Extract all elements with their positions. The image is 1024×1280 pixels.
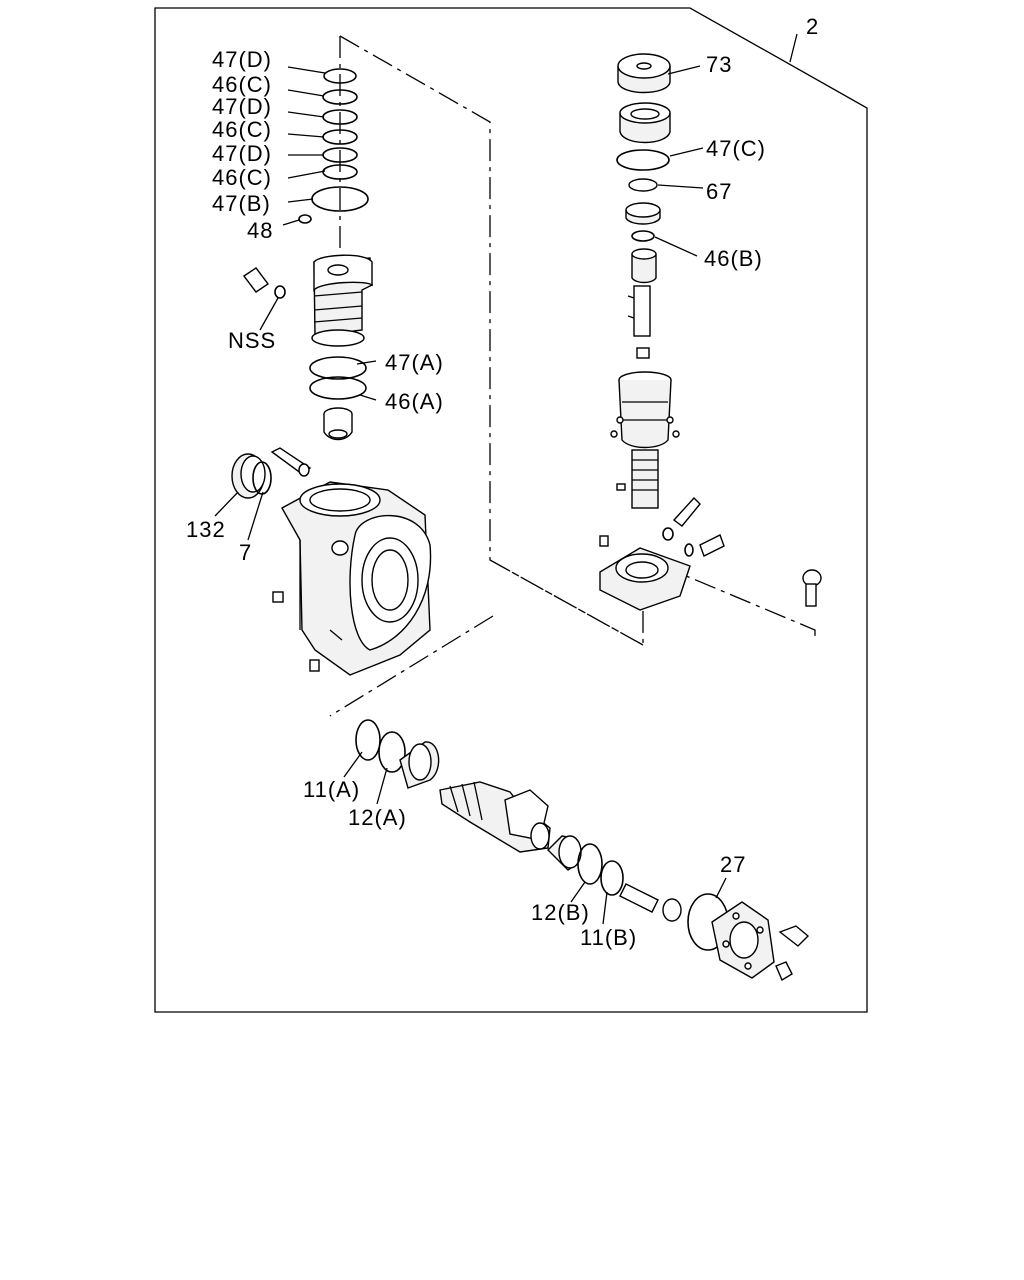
- label-48: 48: [247, 218, 273, 243]
- label-46b: 46(B): [704, 246, 763, 271]
- valve-housing-flange: [599, 547, 691, 611]
- label-73: 73: [706, 52, 732, 77]
- label-46c-2: 46(C): [212, 117, 272, 142]
- pressure-fittings: [599, 496, 725, 557]
- label-7: 7: [239, 540, 252, 565]
- label-11a: 11(A): [303, 777, 360, 802]
- label-46c-1: 46(C): [212, 72, 272, 97]
- label-67: 67: [706, 179, 732, 204]
- label-47b: 47(B): [212, 191, 271, 216]
- valve-housing: [311, 254, 373, 347]
- label-47a: 47(A): [385, 350, 444, 375]
- label-47c: 47(C): [706, 136, 766, 161]
- label-47d-2: 47(D): [212, 94, 272, 119]
- ring-46a: [309, 376, 367, 400]
- flange-bolt: [802, 569, 822, 607]
- adjusting-screw: [619, 883, 682, 922]
- label-nss: NSS: [228, 328, 276, 353]
- housing-bolt: [270, 447, 312, 477]
- bearing-cup: [625, 202, 661, 225]
- spacer: [631, 248, 657, 284]
- spool-valve: [323, 407, 353, 441]
- label-12b: 12(B): [531, 900, 590, 925]
- cover-bolt: [775, 925, 810, 982]
- leader-lines-right: [654, 33, 798, 257]
- ring-47c: [616, 149, 670, 171]
- gear-housing: [281, 481, 432, 676]
- ring-47a: [309, 356, 367, 380]
- label-assembly-2: 2: [806, 14, 819, 39]
- nss-bolt: [242, 267, 286, 299]
- label-11b: 11(B): [580, 925, 637, 950]
- leader-lines-bottom: [343, 751, 727, 925]
- label-47d-3: 47(D): [212, 141, 272, 166]
- label-27: 27: [720, 852, 746, 877]
- stub-shaft: [627, 285, 651, 359]
- label-46c-3: 46(C): [212, 165, 272, 190]
- assembly-boundary: [329, 35, 816, 717]
- side-cover: [711, 901, 775, 979]
- bearing-67: [628, 178, 658, 192]
- plug-73: [617, 53, 671, 94]
- needle-bearing-lower: [547, 835, 582, 871]
- ring-7: [252, 461, 272, 495]
- sector-shaft: [439, 781, 551, 853]
- drain-plug: [309, 659, 320, 672]
- callout-labels: 2 47(D) 46(C) 47(D) 46(C) 47(D) 46(C) 47…: [186, 14, 819, 950]
- diagram-frame: [154, 7, 868, 1013]
- label-12a: 12(A): [348, 805, 407, 830]
- snap-ring-11a: [355, 719, 381, 761]
- seal-12a: [378, 731, 406, 773]
- leader-lines-left: [214, 66, 377, 541]
- label-47d-1: 47(D): [212, 47, 272, 72]
- oil-seal-132: [231, 453, 266, 499]
- adjuster-plug: [619, 102, 671, 144]
- rotary-valve: [610, 371, 680, 509]
- label-132: 132: [186, 517, 226, 542]
- label-46a: 46(A): [385, 389, 444, 414]
- ring-46b: [631, 230, 655, 242]
- needle-bearing-upper: [399, 741, 440, 789]
- snap-ring-11b: [600, 860, 624, 896]
- seal-12b: [577, 843, 603, 885]
- plug-screw: [272, 591, 284, 603]
